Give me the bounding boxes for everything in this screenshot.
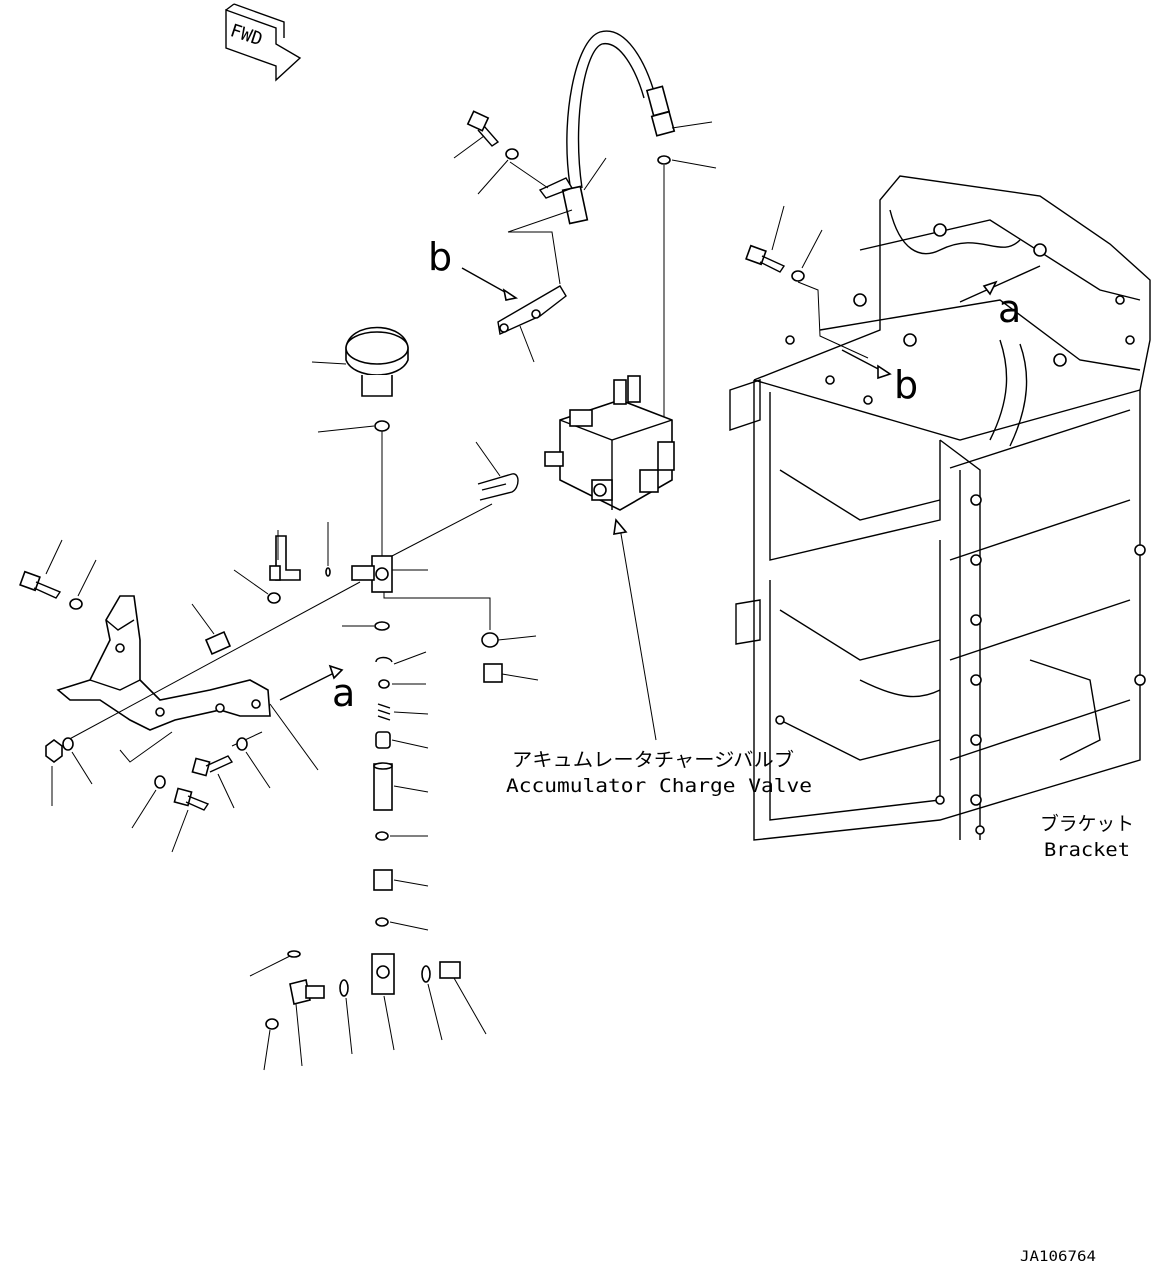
drawing-id: JA106764 (1020, 1249, 1096, 1265)
callout-b-upper: b (428, 235, 452, 279)
callout-b-right: b (894, 363, 918, 407)
left-bracket (56, 581, 361, 771)
callout-a-right: a (998, 287, 1021, 331)
charge-valve (544, 375, 675, 741)
hose-assembly (561, 30, 717, 450)
callout-a-upper: a (332, 671, 355, 715)
valve-label-jp: アキュムレータチャージバルブ (512, 748, 794, 771)
u-bolt (475, 441, 519, 501)
valve-label-en: Accumulator Charge Valve (506, 775, 812, 797)
valve-stack (342, 621, 429, 1051)
bolt-top (453, 110, 607, 199)
valve-label: アキュムレータチャージバルブ Accumulator Charge Valve (506, 748, 812, 797)
bottom-fittings (249, 950, 487, 1071)
bolts-left (19, 539, 271, 853)
clamp-b: b (428, 209, 573, 363)
tee-fitting (351, 503, 539, 683)
fwd-label: FWD (228, 20, 265, 50)
fwd-arrow-sign: FWD (225, 3, 302, 82)
bracket-label-jp: ブラケット (1040, 812, 1134, 835)
frame-bracket (729, 175, 1151, 841)
callout-a-left-group: a (279, 664, 355, 715)
accumulator (311, 326, 409, 556)
bracket-label-en: Bracket (1044, 839, 1130, 861)
frame-bolt: b a (745, 205, 1041, 407)
elbow-fitting (233, 522, 331, 604)
bracket-label: ブラケット Bracket (1040, 812, 1134, 861)
clip (191, 603, 232, 656)
